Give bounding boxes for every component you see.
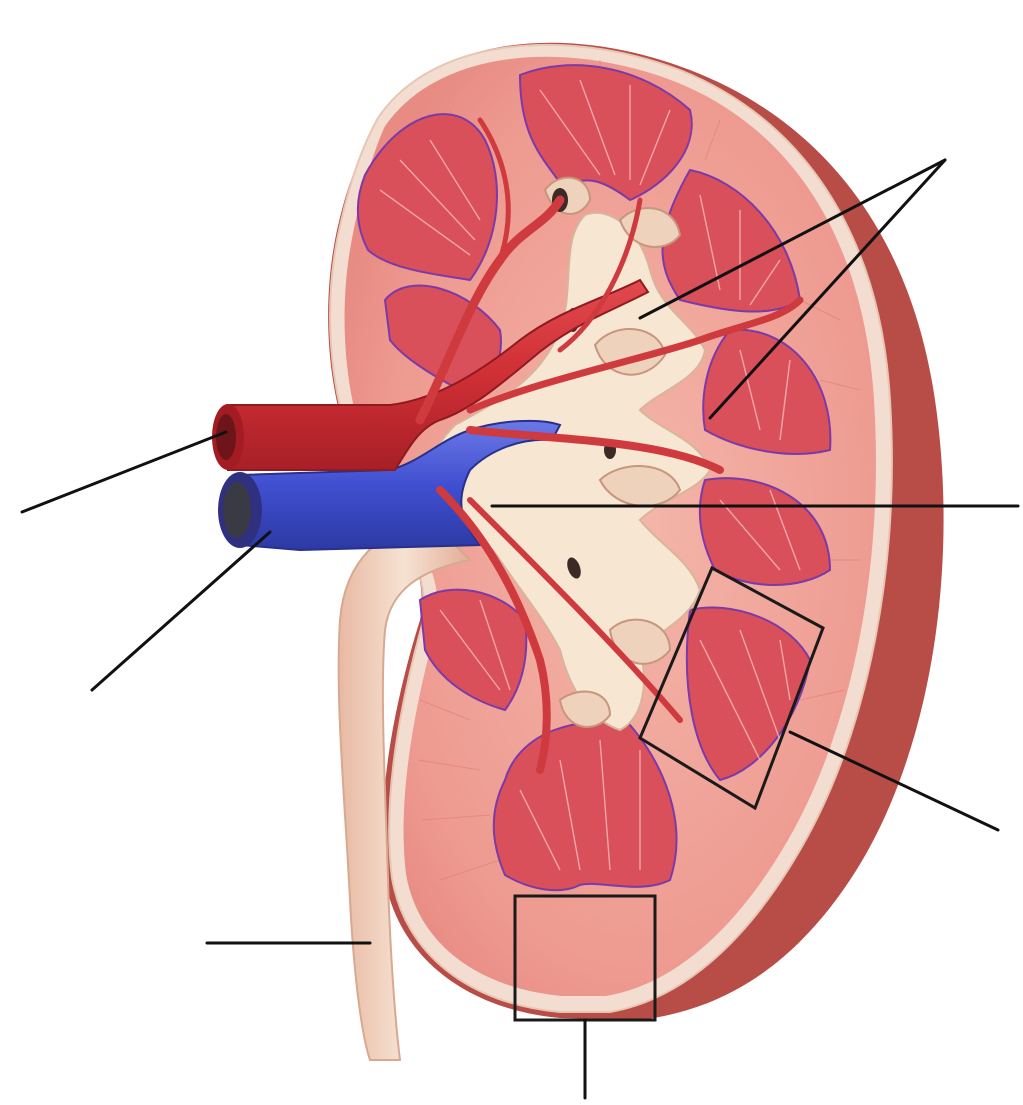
renal-vein-leader (92, 532, 270, 690)
renal-artery-leader (22, 432, 226, 512)
